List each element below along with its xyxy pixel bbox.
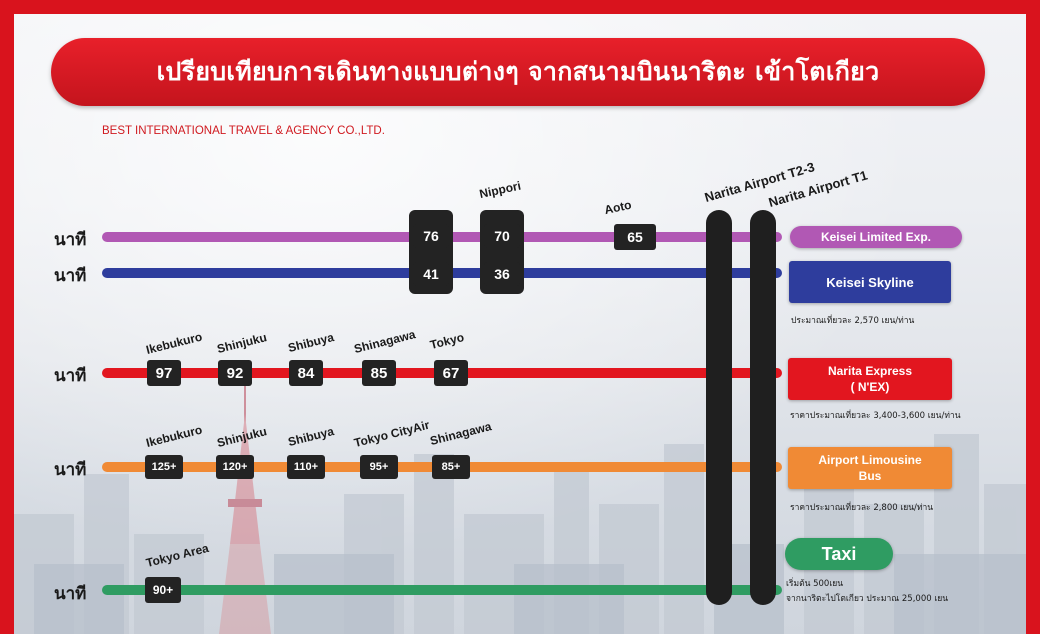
unit-label-nex: นาที (54, 366, 87, 386)
time-box: 92 (218, 360, 252, 386)
limousine-label-line1: Airport Limousine (818, 453, 922, 467)
unit-label-limousine: นาที (54, 460, 87, 480)
limousine-price-note: ราคาประมาณเที่ยวละ 2,800 เยน/ท่าน (790, 503, 934, 513)
time-box: 97 (147, 360, 181, 386)
time-box: 85 (362, 360, 396, 386)
limousine-label-line2: Bus (858, 469, 882, 483)
unit-label-taxi: นาที (54, 584, 87, 604)
unit-label-keisei-limited: นาที (54, 230, 87, 250)
nex-price-note: ราคาประมาณเที่ยวละ 3,400-3,600 เยน/ท่าน (790, 411, 961, 421)
time-box: 110+ (287, 455, 325, 479)
taxi-note-start: เริ่มต้น 500เยน (786, 579, 844, 589)
time-box: 65 (614, 224, 656, 250)
limousine-label: Airport Limousine Bus (788, 447, 952, 489)
time-box: 120+ (216, 455, 254, 479)
page-title: เปรียบเทียบการเดินทางแบบต่างๆ จากสนามบิน… (156, 57, 880, 86)
time-box: 41 (413, 262, 449, 286)
time-box: 85+ (432, 455, 470, 479)
taxi-note-price: จากนาริตะไปโตเกียว ประมาณ 25,000 เยน (786, 594, 949, 604)
airport-t23-pole (706, 210, 732, 605)
time-box: 67 (434, 360, 468, 386)
airport-t1-pole (750, 210, 776, 605)
keisei-skyline-label: Keisei Skyline (789, 261, 951, 303)
time-box: 125+ (145, 455, 183, 479)
taxi-label: Taxi (785, 538, 893, 570)
taxi-line (102, 585, 782, 595)
skyline-price-note: ประมาณเที่ยวละ 2,570 เยน/ท่าน (791, 316, 915, 326)
nex-label-line2: ( N'EX) (850, 380, 890, 394)
time-box: 70 (484, 224, 520, 248)
nex-label-line1: Narita Express (827, 364, 913, 378)
unit-label-skyline: นาที (54, 266, 87, 286)
keisei-limited-label: Keisei Limited Exp. (790, 226, 962, 248)
time-box: 84 (289, 360, 323, 386)
company-name: BEST INTERNATIONAL TRAVEL & AGENCY CO.,L… (102, 125, 385, 137)
title-banner: เปรียบเทียบการเดินทางแบบต่างๆ จากสนามบิน… (51, 38, 985, 106)
time-box: 76 (413, 224, 449, 248)
nex-label: Narita Express ( N'EX) (788, 358, 952, 400)
time-box: 90+ (145, 577, 181, 603)
time-box: 95+ (360, 455, 398, 479)
time-box: 36 (484, 262, 520, 286)
